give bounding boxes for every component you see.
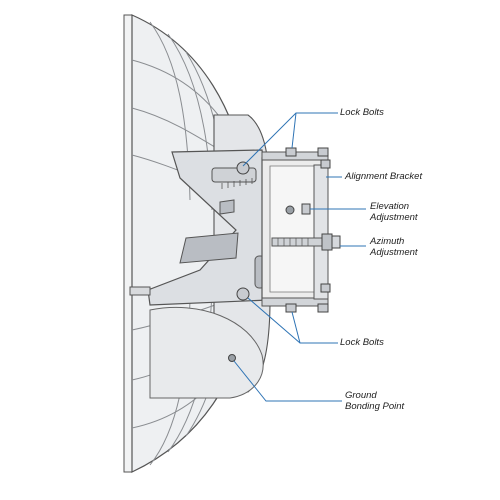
leader-lock-bolts-bottom-2 xyxy=(291,311,301,344)
bolt-heads xyxy=(228,147,331,362)
dish-rim xyxy=(123,14,133,473)
callout-elevation-adjustment: Elevation Adjustment xyxy=(370,201,418,223)
radome-lower xyxy=(149,306,264,399)
elevation-scale xyxy=(221,178,253,189)
callout-ground-line-1: Ground xyxy=(345,390,377,401)
mast-clamp xyxy=(313,164,329,300)
callout-alignment-bracket: Alignment Bracket xyxy=(345,171,422,182)
callout-alignment-bracket-text: Alignment Bracket xyxy=(345,171,423,182)
azimuth-threaded-rod xyxy=(271,233,341,251)
callout-ground-bonding-point: Ground Bonding Point xyxy=(345,390,404,412)
callout-elevation-line-2: Adjustment xyxy=(370,212,418,223)
callout-lock-bolts-top: Lock Bolts xyxy=(340,107,384,118)
callout-lock-bolts-bottom: Lock Bolts xyxy=(340,337,384,348)
alignment-bracket-inner xyxy=(269,165,319,293)
leader-lock-bolts-top-2 xyxy=(291,112,297,149)
feed-stub xyxy=(129,286,151,296)
callout-lock-bolts-bottom-text: Lock Bolts xyxy=(340,337,384,348)
callout-ground-line-2: Bonding Point xyxy=(345,401,405,412)
leader-ground-bonding xyxy=(233,360,342,402)
callout-azimuth-adjustment: Azimuth Adjustment xyxy=(370,236,418,258)
callout-azimuth-line-1: Azimuth xyxy=(370,236,405,247)
callout-elevation-line-1: Elevation xyxy=(370,201,410,212)
callout-leader-lines xyxy=(233,112,366,402)
callout-lock-bolts-top-text: Lock Bolts xyxy=(340,107,384,118)
callout-azimuth-line-2: Adjustment xyxy=(370,247,418,258)
